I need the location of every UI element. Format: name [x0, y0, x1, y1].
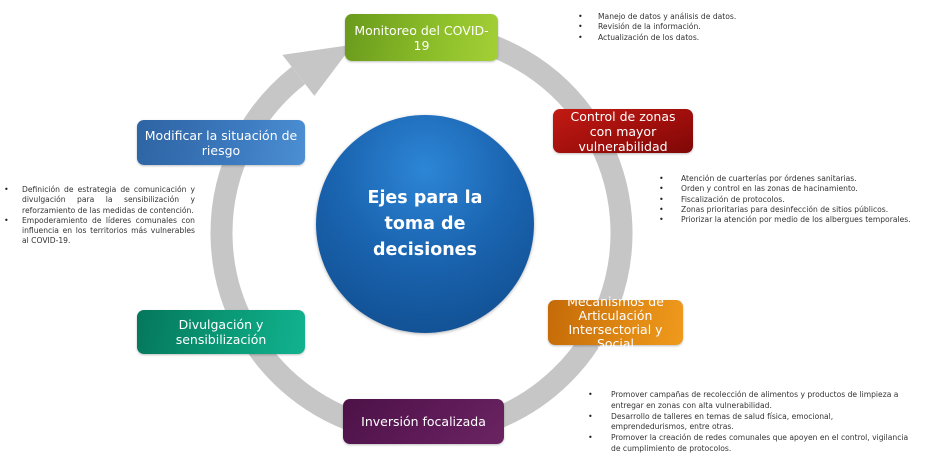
- list-item: Empoderamiento de líderes comunales con …: [2, 216, 195, 247]
- list-item: Manejo de datos y análisis de datos.: [576, 12, 796, 23]
- list-item: Definición de estrategia de comunicación…: [2, 185, 195, 216]
- center-title: Ejes para la toma de decisiones: [367, 188, 483, 260]
- node-inversion-focalizada: Inversión focalizada: [343, 399, 504, 444]
- node-control-zonas: Control de zonas con mayor vulnerabilida…: [553, 108, 693, 154]
- center-circle: Ejes para la toma de decisiones: [316, 115, 534, 333]
- node-mecanismos-articulacion: Mecanismos de Articulación Intersectoria…: [548, 294, 683, 350]
- node-divulgacion-label: Divulgación y sensibilización: [175, 317, 267, 347]
- list-item: Revisión de la información.: [576, 22, 796, 33]
- list-item: Promover la creación de redes comunales …: [586, 433, 911, 455]
- node-monitoreo-label: Monitoreo del COVID-19: [354, 22, 489, 53]
- notes-control-list: Atención de cuarterías por órdenes sanit…: [657, 174, 917, 226]
- node-inversion-label: Inversión focalizada: [361, 414, 486, 429]
- notes-monitoreo-list: Manejo de datos y análisis de datos. Rev…: [576, 12, 796, 43]
- list-item: Promover campañas de recolección de alim…: [586, 390, 911, 412]
- node-mecanismos-label: Mecanismos de Articulación Intersectoria…: [567, 293, 664, 351]
- node-modificar-riesgo: Modificar la situación de riesgo: [137, 120, 305, 165]
- list-item: Desarrollo de talleres en temas de salud…: [586, 412, 911, 434]
- list-item: Atención de cuarterías por órdenes sanit…: [657, 174, 917, 185]
- list-item: Priorizar la atención por medio de los a…: [657, 215, 917, 226]
- notes-divulgacion-list: Definición de estrategia de comunicación…: [2, 185, 195, 247]
- node-modificar-label: Modificar la situación de riesgo: [144, 127, 298, 158]
- node-control-label: Control de zonas con mayor vulnerabilida…: [570, 108, 676, 154]
- cycle-arrowhead-icon: [282, 44, 353, 96]
- notes-inversion-list: Promover campañas de recolección de alim…: [586, 390, 911, 455]
- node-divulgacion-sensibilizacion: Divulgación y sensibilización: [137, 310, 305, 354]
- node-monitoreo-covid: Monitoreo del COVID-19: [345, 14, 498, 61]
- list-item: Zonas prioritarias para desinfección de …: [657, 205, 917, 216]
- list-item: Actualización de los datos.: [576, 33, 796, 44]
- list-item: Orden y control en las zonas de hacinami…: [657, 184, 917, 195]
- list-item: Fiscalización de protocolos.: [657, 195, 917, 206]
